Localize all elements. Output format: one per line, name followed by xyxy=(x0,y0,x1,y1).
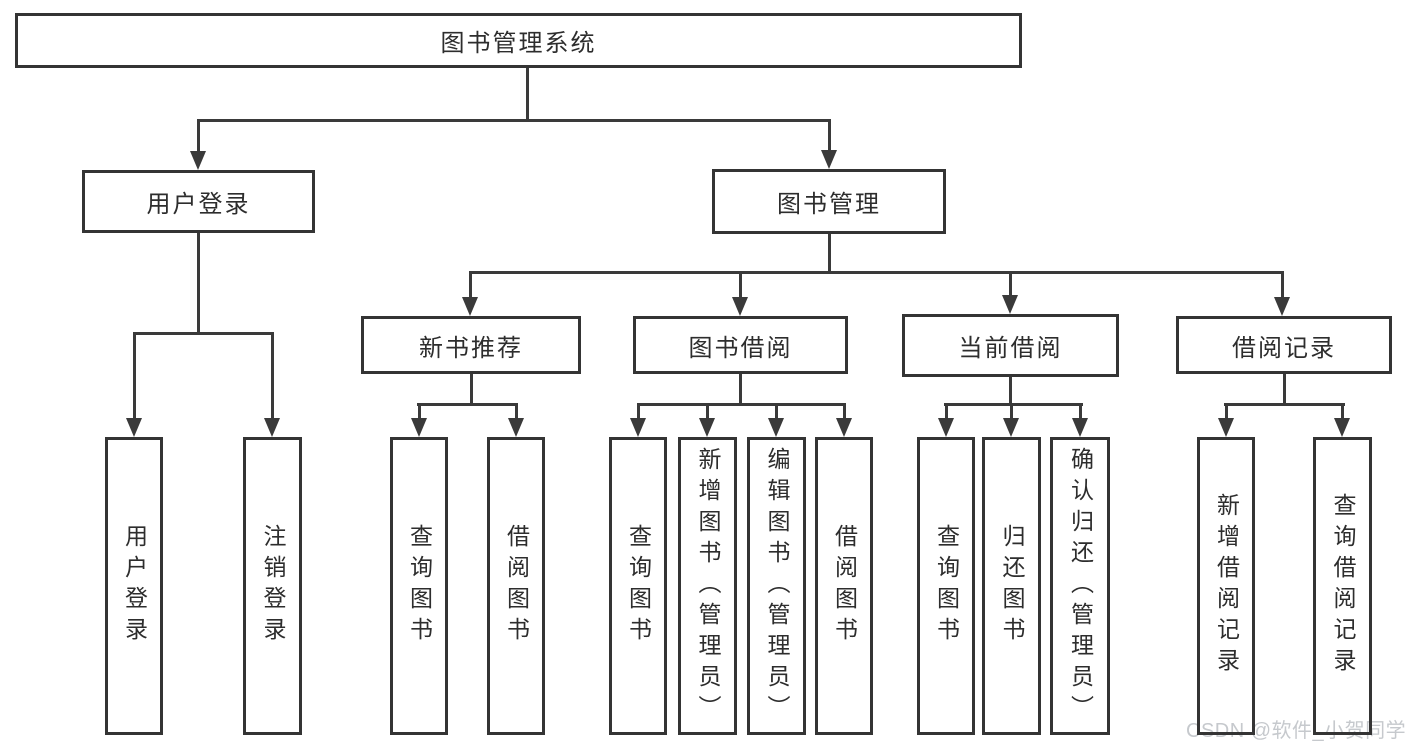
leaf-label: 新增图书（管理员） xyxy=(695,446,721,726)
connector-segment xyxy=(418,403,421,420)
connector-segment xyxy=(197,119,200,153)
arrowhead-down-icon xyxy=(732,297,748,316)
leaf-label: 归还图书 xyxy=(999,524,1025,648)
connector-segment xyxy=(945,403,948,420)
connector-segment xyxy=(197,119,830,122)
leaf-label: 借阅图书 xyxy=(831,524,858,648)
leaf-label: 注销登录 xyxy=(260,524,286,648)
node-user-login: 用户登录 xyxy=(82,170,315,233)
connector-segment xyxy=(1283,374,1286,406)
leaf-newbook-query-book: 查询图书 xyxy=(390,437,448,735)
leaf-label: 查询图书 xyxy=(406,524,433,648)
leaf-borrow-query-book: 查询图书 xyxy=(609,437,667,735)
arrowhead-down-icon xyxy=(411,418,427,437)
leaf-label: 新增借阅记录 xyxy=(1213,493,1240,679)
node-current-borrow: 当前借阅 xyxy=(902,314,1119,377)
connector-segment xyxy=(1341,403,1344,420)
arrowhead-down-icon xyxy=(938,418,954,437)
connector-segment xyxy=(271,332,274,420)
connector-segment xyxy=(739,374,742,406)
leaf-record-add: 新增借阅记录 xyxy=(1197,437,1255,735)
arrowhead-down-icon xyxy=(1002,295,1018,314)
leaf-label: 确认归还（管理员） xyxy=(1067,446,1094,726)
arrowhead-down-icon xyxy=(836,418,852,437)
leaf-label: 查询借阅记录 xyxy=(1330,493,1356,679)
arrowhead-down-icon xyxy=(630,418,646,437)
leaf-logout: 注销登录 xyxy=(243,437,302,735)
node-label: 借阅记录 xyxy=(1232,334,1336,362)
connector-segment xyxy=(637,403,640,420)
leaf-current-return-book: 归还图书 xyxy=(982,437,1041,735)
leaf-borrow-edit-book-admin: 编辑图书（管理员） xyxy=(747,437,806,735)
connector-segment xyxy=(706,403,709,420)
node-borrow-record: 借阅记录 xyxy=(1176,316,1392,374)
node-book-borrow: 图书借阅 xyxy=(633,316,848,374)
connector-segment xyxy=(1224,403,1345,406)
leaf-label: 用户登录 xyxy=(121,524,148,648)
connector-segment xyxy=(1225,403,1228,420)
node-new-book-rec: 新书推荐 xyxy=(361,316,581,374)
connector-segment xyxy=(133,332,136,420)
arrowhead-down-icon xyxy=(699,418,715,437)
arrowhead-down-icon xyxy=(768,418,784,437)
node-book-mgmt: 图书管理 xyxy=(712,169,946,234)
arrowhead-down-icon xyxy=(1072,418,1088,437)
arrowhead-down-icon xyxy=(126,418,142,437)
arrowhead-down-icon xyxy=(1218,418,1234,437)
connector-segment xyxy=(469,271,1283,274)
connector-segment xyxy=(515,403,518,420)
arrowhead-down-icon xyxy=(1334,418,1350,437)
leaf-label: 查询图书 xyxy=(933,524,960,648)
leaf-newbook-borrow-book: 借阅图书 xyxy=(487,437,545,735)
connector-segment xyxy=(1010,403,1013,420)
node-label: 图书借阅 xyxy=(688,334,793,362)
leaf-borrow-add-book-admin: 新增图书（管理员） xyxy=(678,437,737,735)
leaf-label: 查询图书 xyxy=(625,524,652,648)
leaf-record-query: 查询借阅记录 xyxy=(1313,437,1372,735)
connector-segment xyxy=(417,403,518,406)
connector-segment xyxy=(1009,377,1012,406)
connector-segment xyxy=(739,271,742,300)
connector-segment xyxy=(470,374,473,406)
csdn-watermark: CSDN @软件_小贺同学 xyxy=(1186,720,1405,742)
leaf-label: 编辑图书（管理员） xyxy=(764,446,790,726)
connector-segment xyxy=(469,271,472,300)
connector-segment xyxy=(1281,271,1284,300)
connector-segment xyxy=(843,403,846,420)
arrowhead-down-icon xyxy=(462,297,478,316)
arrowhead-down-icon xyxy=(821,150,837,169)
connector-segment xyxy=(944,403,1083,406)
connector-segment xyxy=(775,403,778,420)
arrowhead-down-icon xyxy=(1003,418,1019,437)
leaf-user-login: 用户登录 xyxy=(105,437,163,735)
node-label: 新书推荐 xyxy=(419,334,523,362)
connector-segment xyxy=(828,234,831,274)
arrowhead-down-icon xyxy=(190,151,206,170)
node-label: 图书管理系统 xyxy=(440,30,597,57)
leaf-current-query-book: 查询图书 xyxy=(917,437,975,735)
connector-segment xyxy=(133,332,274,335)
node-label: 当前借阅 xyxy=(958,335,1063,362)
connector-segment xyxy=(1009,271,1012,298)
connector-segment xyxy=(526,68,529,122)
connector-segment xyxy=(828,119,831,152)
leaf-current-confirm-return-admin: 确认归还（管理员） xyxy=(1050,437,1110,735)
connector-segment xyxy=(637,403,846,406)
leaf-borrow-borrow-book: 借阅图书 xyxy=(815,437,873,735)
connector-segment xyxy=(197,233,200,335)
arrowhead-down-icon xyxy=(264,418,280,437)
node-label: 用户登录 xyxy=(146,191,251,218)
node-label: 图书管理 xyxy=(777,191,881,218)
node-root: 图书管理系统 xyxy=(15,13,1022,68)
leaf-label: 借阅图书 xyxy=(503,524,530,648)
arrowhead-down-icon xyxy=(508,418,524,437)
connector-segment xyxy=(1079,403,1082,420)
arrowhead-down-icon xyxy=(1274,297,1290,316)
